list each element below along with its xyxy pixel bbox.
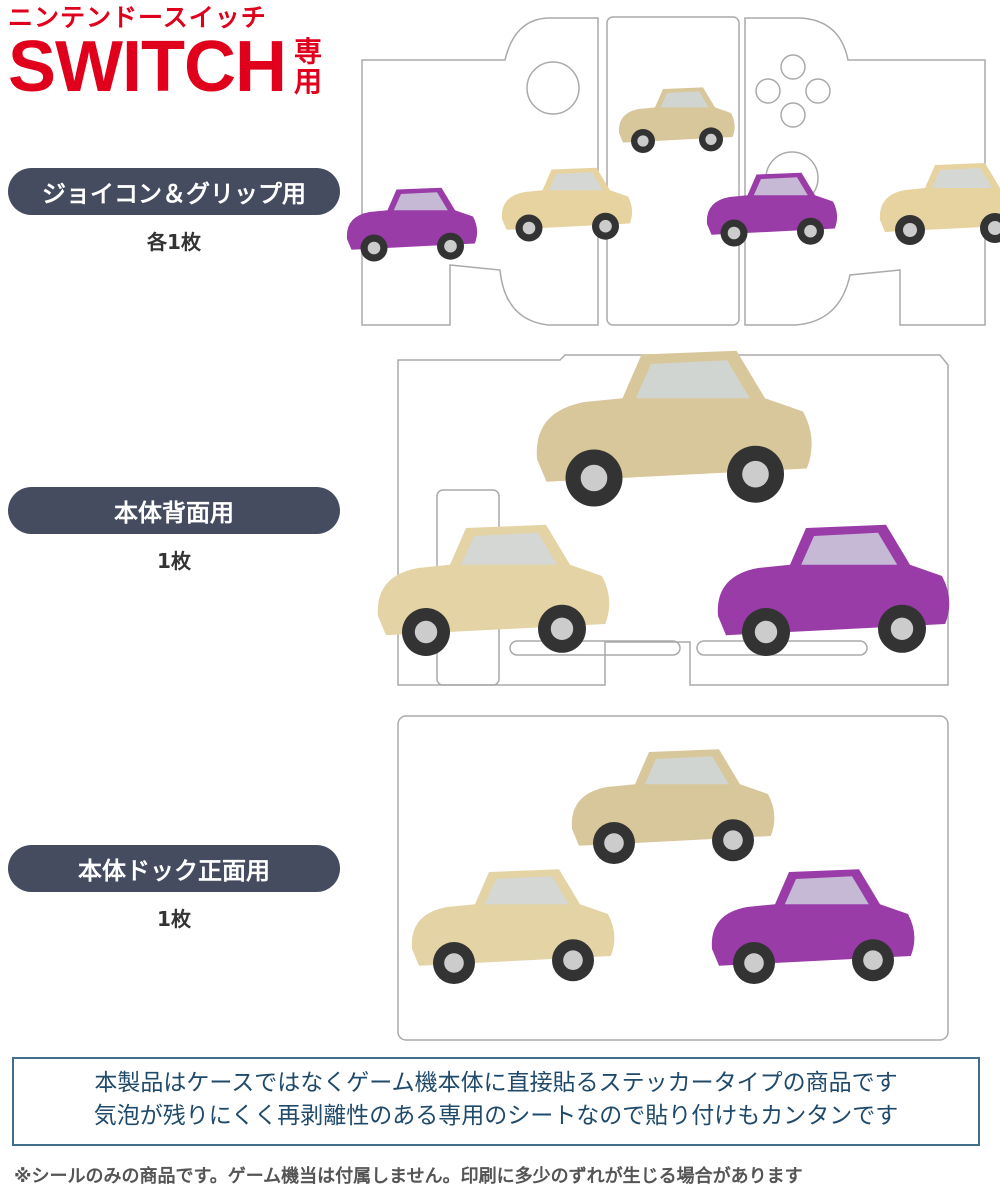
car-illustrations [346,87,1000,984]
joycon-right-outline [744,17,986,326]
sticker-sheets-illustration [346,16,1000,1041]
brand-title-row: SWITCH 専用 [8,27,324,107]
joycon-left-outline [361,17,599,326]
section-count-dock: 1枚 [157,907,191,931]
brand-subtitle: ニンテンドースイッチ [8,3,267,32]
brand-title: SWITCH [8,27,287,107]
info-line-2: 気泡が残りにくく再剥離性のある専用のシートなので貼り付けもカンタンです [93,1103,899,1129]
brand-logo: ニンテンドースイッチ SWITCH 専用 [8,3,324,107]
info-line-1: 本製品はケースではなくゲーム機本体に直接貼るステッカータイプの商品です [94,1070,898,1096]
footnote: ※シールのみの商品です。ゲーム機当は付属しません。印刷に多少のずれが生じる場合が… [14,1166,803,1187]
section-count-joycon: 各1枚 [147,230,201,254]
section-label-dock: 本体ドック正面用 [8,845,340,892]
product-info-box: 本製品はケースではなくゲーム機本体に直接貼るステッカータイプの商品です 気泡が残… [12,1057,980,1146]
dock-sheet-outline [397,715,949,1041]
brand-only-label: 専用 [293,35,322,98]
section-label-joycon: ジョイコン＆グリップ用 [8,168,340,215]
back-sheet-outline [397,354,949,686]
grip-outline [606,16,740,326]
section-label-back: 本体背面用 [8,487,340,534]
section-count-back: 1枚 [157,549,191,573]
